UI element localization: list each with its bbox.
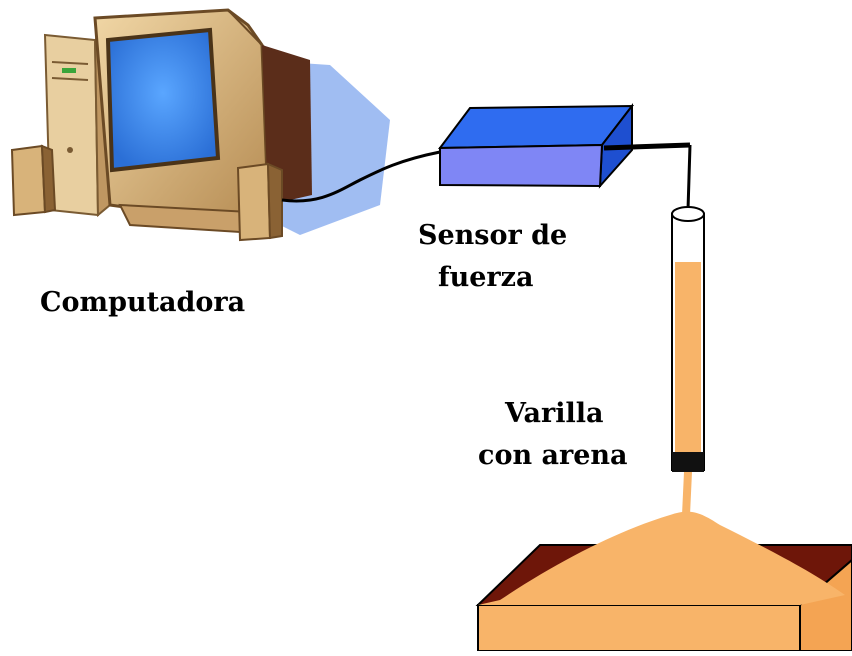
sensor-arm — [603, 142, 691, 151]
cable — [281, 150, 441, 203]
speaker-icon — [236, 162, 283, 242]
computer-label: Computadora — [40, 287, 246, 318]
computer-icon — [10, 8, 390, 242]
sensor-label-line1: Sensor de — [418, 220, 568, 251]
sand-box — [475, 511, 852, 652]
force-sensor-box — [437, 103, 635, 189]
rod-label-line1: Varilla — [505, 398, 604, 429]
speaker-icon — [10, 144, 57, 217]
sand-pile — [478, 511, 845, 605]
hanging-string — [686, 144, 692, 211]
sensor-label-line2: fuerza — [438, 262, 534, 293]
rod-label-line2: con arena — [478, 440, 628, 471]
sand-stream — [682, 472, 692, 515]
rod-tube — [671, 206, 705, 472]
